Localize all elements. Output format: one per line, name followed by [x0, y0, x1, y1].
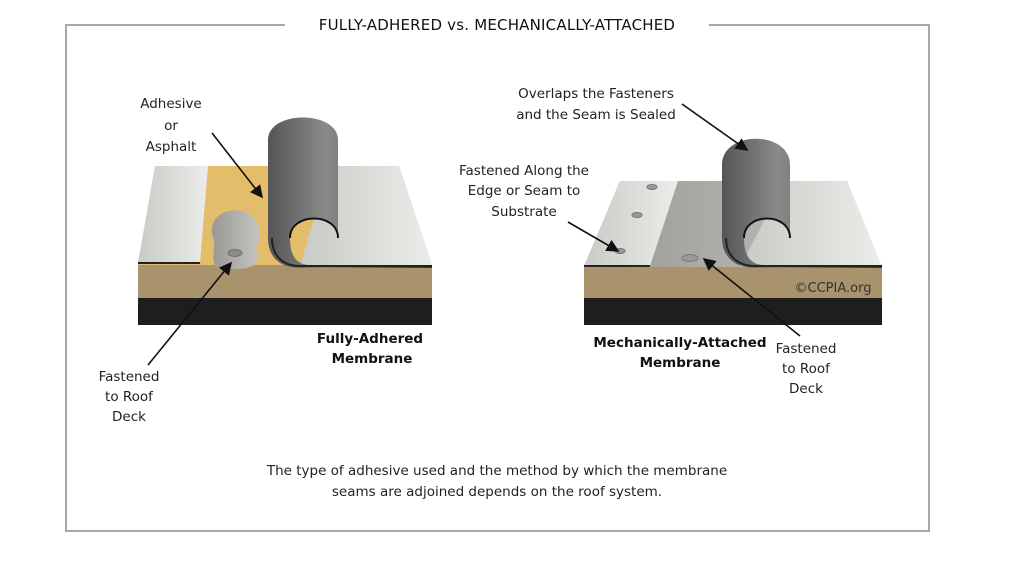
callout-edge: Fastened Along the Edge or Seam to Subst…: [459, 163, 589, 220]
fastener-plate: [681, 254, 699, 262]
svg-text:Deck: Deck: [789, 381, 823, 397]
svg-text:Overlaps the Fasteners: Overlaps the Fasteners: [518, 86, 674, 102]
svg-text:seams are adjoined depends on: seams are adjoined depends on the roof s…: [332, 484, 662, 500]
svg-text:Fastened Along the: Fastened Along the: [459, 163, 589, 179]
svg-text:Fastened: Fastened: [776, 341, 837, 357]
diagram-title: FULLY-ADHERED vs. MECHANICALLY-ATTACHED: [319, 16, 675, 34]
svg-text:to Roof: to Roof: [782, 361, 831, 377]
svg-text:Fastened: Fastened: [99, 369, 160, 385]
arrow-edge: [567, 221, 620, 252]
fully-adhered-illustration: [138, 117, 432, 325]
arrow-adhesive: [211, 132, 263, 199]
svg-text:Deck: Deck: [112, 409, 146, 425]
svg-text:Edge or Seam to: Edge or Seam to: [468, 183, 581, 199]
callout-overlap: Overlaps the Fasteners and the Seam is S…: [516, 86, 676, 123]
svg-text:Adhesive: Adhesive: [140, 96, 202, 112]
svg-text:Membrane: Membrane: [640, 355, 721, 371]
footer-note: The type of adhesive used and the method…: [266, 463, 727, 500]
callout-adhesive: Adhesive or Asphalt: [140, 96, 202, 155]
copyright-text: ©CCPIA.org: [795, 281, 872, 296]
fastener-plate: [646, 184, 658, 190]
svg-text:or: or: [164, 118, 178, 134]
svg-text:and the Seam is Sealed: and the Seam is Sealed: [516, 107, 676, 123]
svg-text:Fully-Adhered: Fully-Adhered: [317, 331, 423, 347]
mechanically-attached-illustration: ©CCPIA.org: [584, 138, 882, 325]
callout-fastened-right: Fastened to Roof Deck: [776, 341, 837, 397]
arrow-fastened-left: [147, 261, 233, 366]
caption-mechanically-attached: Mechanically-Attached Membrane: [593, 335, 766, 371]
svg-text:Membrane: Membrane: [332, 351, 413, 367]
svg-text:Asphalt: Asphalt: [146, 139, 197, 155]
callout-fastened-left: Fastened to Roof Deck: [99, 369, 160, 425]
fastener-plate: [227, 249, 243, 257]
svg-text:Mechanically-Attached: Mechanically-Attached: [593, 335, 766, 351]
fastener-plate: [631, 212, 643, 218]
arrow-fastened-right: [702, 257, 801, 337]
svg-text:The type of adhesive used and: The type of adhesive used and the method…: [266, 463, 727, 479]
arrow-overlap: [681, 103, 749, 151]
svg-text:to Roof: to Roof: [105, 389, 154, 405]
svg-text:Substrate: Substrate: [491, 204, 556, 220]
caption-fully-adhered: Fully-Adhered Membrane: [317, 331, 423, 367]
